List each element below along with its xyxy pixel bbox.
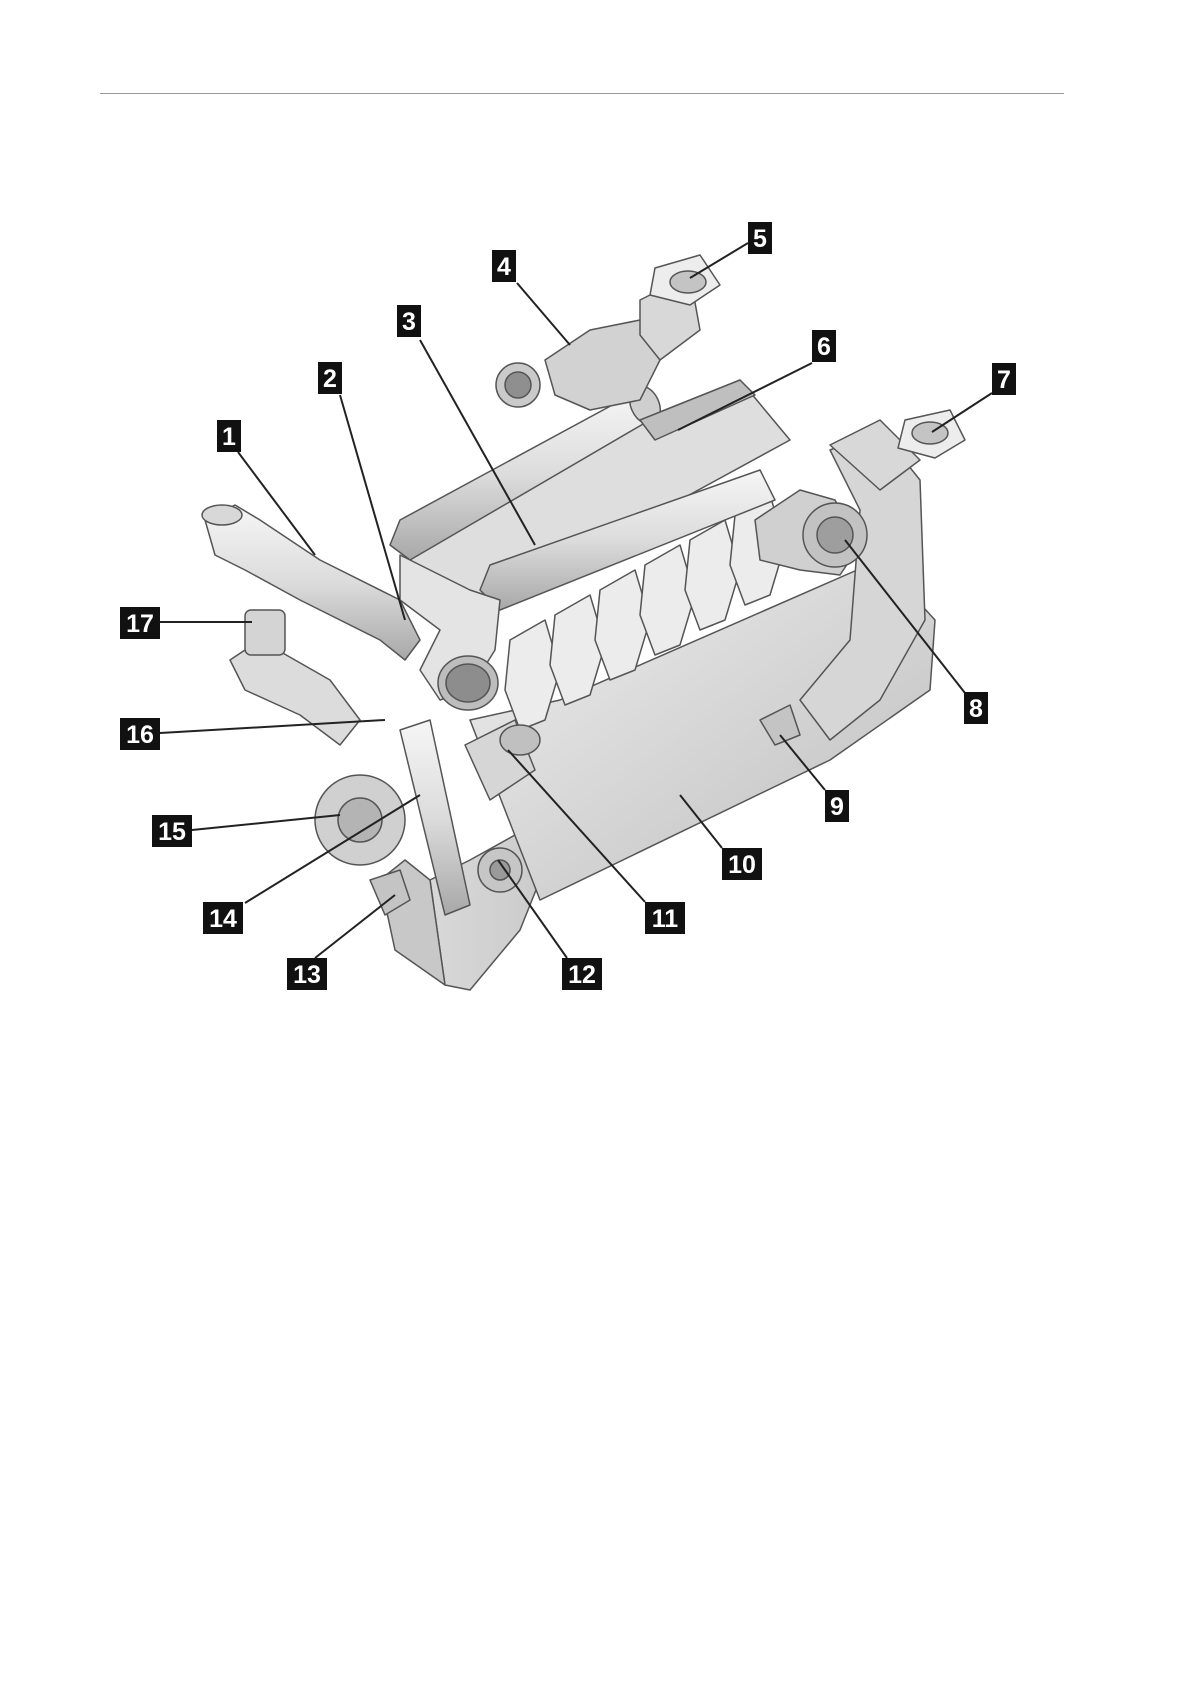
callout-10-number: 10 [728, 851, 756, 879]
callout-16-number: 16 [126, 721, 154, 749]
callout-7-number: 7 [997, 366, 1011, 394]
callout-16: 16 [120, 718, 160, 750]
callout-1: 1 [217, 420, 241, 452]
leader-line-13 [315, 895, 395, 958]
callout-15-number: 15 [158, 818, 186, 846]
callout-6-number: 6 [817, 333, 831, 361]
turbocharger-upper [496, 320, 660, 410]
callout-12-number: 12 [568, 961, 596, 989]
callout-5-number: 5 [753, 225, 767, 253]
callout-17-number: 17 [126, 610, 154, 638]
callout-14-number: 14 [209, 905, 237, 933]
callout-2-number: 2 [323, 365, 337, 393]
front-pipes [230, 640, 360, 745]
callout-3: 3 [397, 305, 421, 337]
leader-line-4 [517, 283, 570, 345]
callout-14: 14 [203, 902, 243, 934]
callout-4-number: 4 [497, 253, 511, 281]
engine-figure: 1 2 3 4 5 6 7 8 [0, 0, 1191, 1100]
intake-elbow [205, 505, 420, 660]
callout-9-number: 9 [830, 793, 844, 821]
callout-10: 10 [722, 848, 762, 880]
callout-4: 4 [492, 250, 516, 282]
callout-12: 12 [562, 958, 602, 990]
callout-8: 8 [964, 692, 988, 724]
callout-15: 15 [152, 815, 192, 847]
callout-7: 7 [992, 363, 1016, 395]
callout-8-number: 8 [969, 695, 983, 723]
callout-17: 17 [120, 607, 160, 639]
callout-11-number: 11 [652, 905, 679, 933]
callout-3-number: 3 [402, 308, 416, 336]
callout-5: 5 [748, 222, 772, 254]
callout-2: 2 [318, 362, 342, 394]
callout-13: 13 [287, 958, 327, 990]
callout-13-number: 13 [293, 961, 321, 989]
callout-1-number: 1 [222, 423, 236, 451]
exhaust-outlet-upper [640, 255, 720, 360]
engine-illustration [202, 255, 965, 990]
callout-9: 9 [825, 790, 849, 822]
filter-17 [245, 610, 285, 655]
callout-6: 6 [812, 330, 836, 362]
callout-11: 11 [645, 902, 685, 934]
